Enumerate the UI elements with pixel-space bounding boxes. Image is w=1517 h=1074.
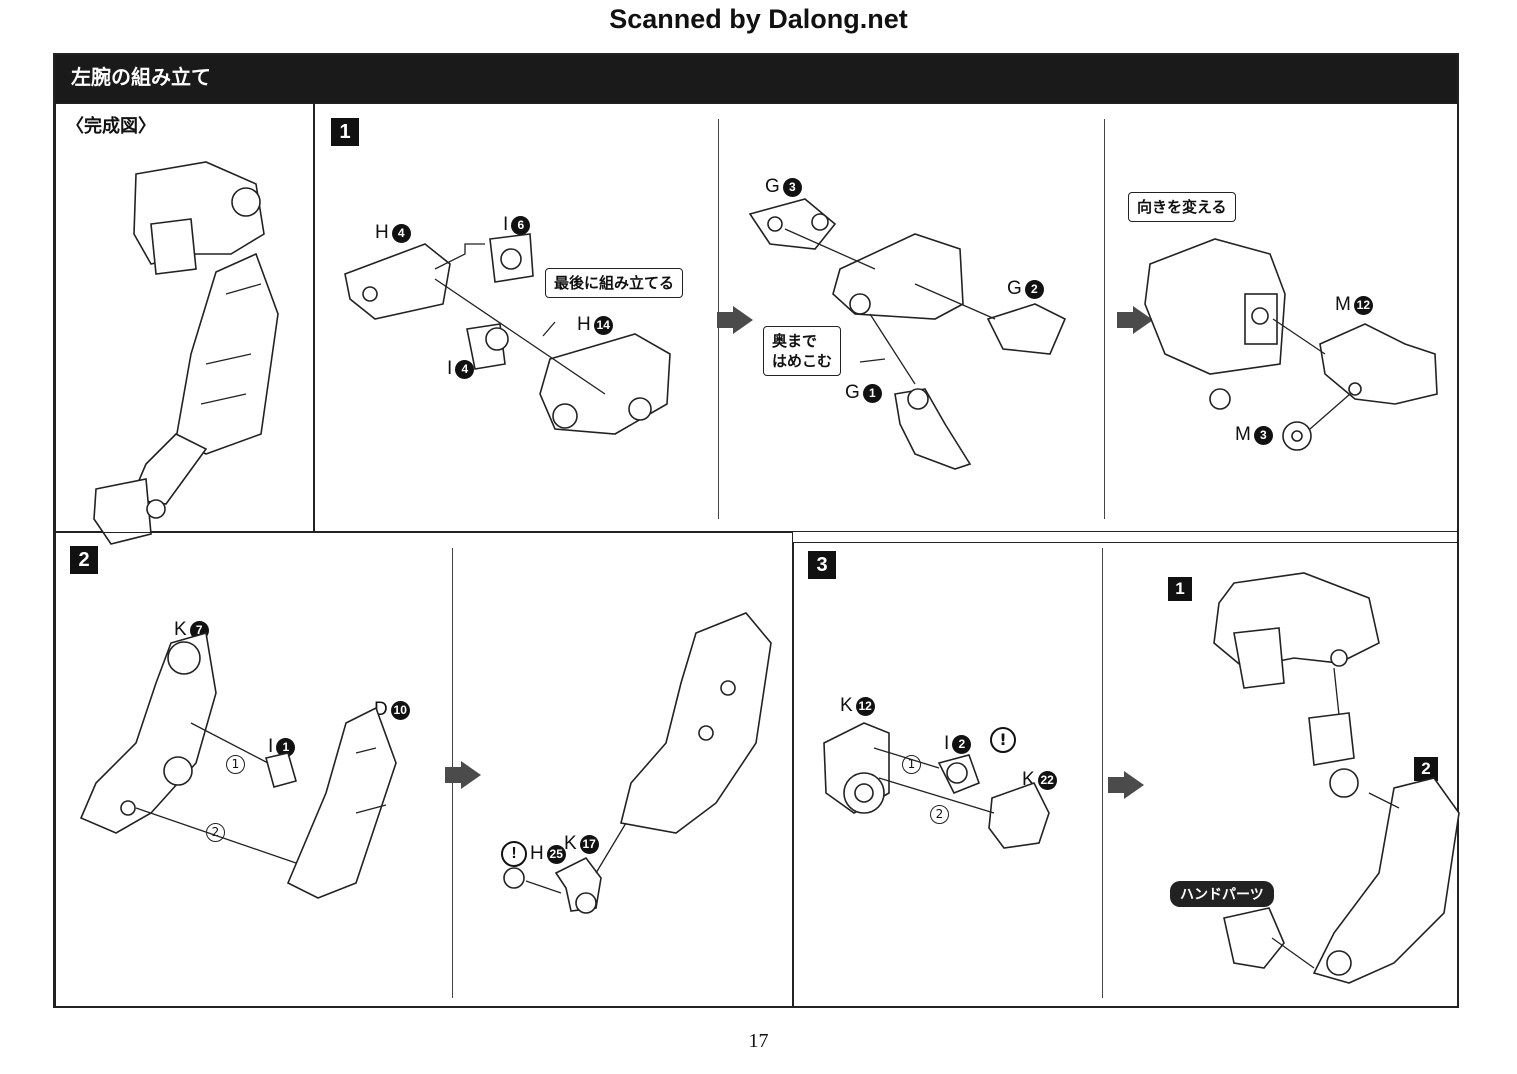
completed-view-panel: 〈完成図〉: [55, 103, 314, 545]
step3-flow-arrow: [1108, 771, 1144, 799]
callout-change-direction: 向きを変える: [1128, 192, 1236, 222]
order-mark-3-1: 1: [902, 755, 921, 774]
step1-divider-b: [1104, 119, 1105, 519]
callout-push-in: 奥まで はめこむ: [763, 326, 842, 376]
callout-last-assemble: 最後に組み立てる: [545, 268, 684, 298]
step1-parts-illustration-b: [748, 198, 1067, 470]
scan-title: Scanned by Dalong.net: [609, 4, 908, 34]
step3-number: 3: [808, 551, 836, 579]
step3-sub-number-1: 1: [1168, 577, 1192, 601]
step3-parts-illustration-b: [1213, 572, 1460, 984]
step1-parts-illustration-c: [1144, 238, 1438, 451]
section-header: 左腕の組み立て: [55, 55, 1457, 103]
page-number: 17: [748, 1030, 769, 1052]
step1-flow-arrow-a: [717, 306, 753, 334]
completed-arm-illustration: [93, 161, 279, 545]
step2-number: 2: [70, 546, 98, 574]
step3-divider: [1102, 548, 1103, 998]
warning-icon-h25: !: [501, 841, 527, 867]
step1-number: 1: [331, 118, 359, 146]
completed-label: 〈完成図〉: [66, 116, 156, 137]
step2-parts-illustration-b: [503, 612, 772, 914]
step3-sub-number-2: 2: [1414, 757, 1438, 781]
warning-icon-i2: !: [990, 727, 1016, 753]
step3-parts-illustration-a: [823, 722, 1050, 849]
step2-parts-illustration-a: [79, 631, 397, 899]
order-mark-1: 1: [226, 755, 245, 774]
callout-hand-parts: ハンドパーツ: [1170, 881, 1274, 907]
step2-flow-arrow: [445, 761, 481, 789]
order-mark-3-2: 2: [930, 805, 949, 824]
step1-parts-illustration-a: [344, 233, 671, 435]
